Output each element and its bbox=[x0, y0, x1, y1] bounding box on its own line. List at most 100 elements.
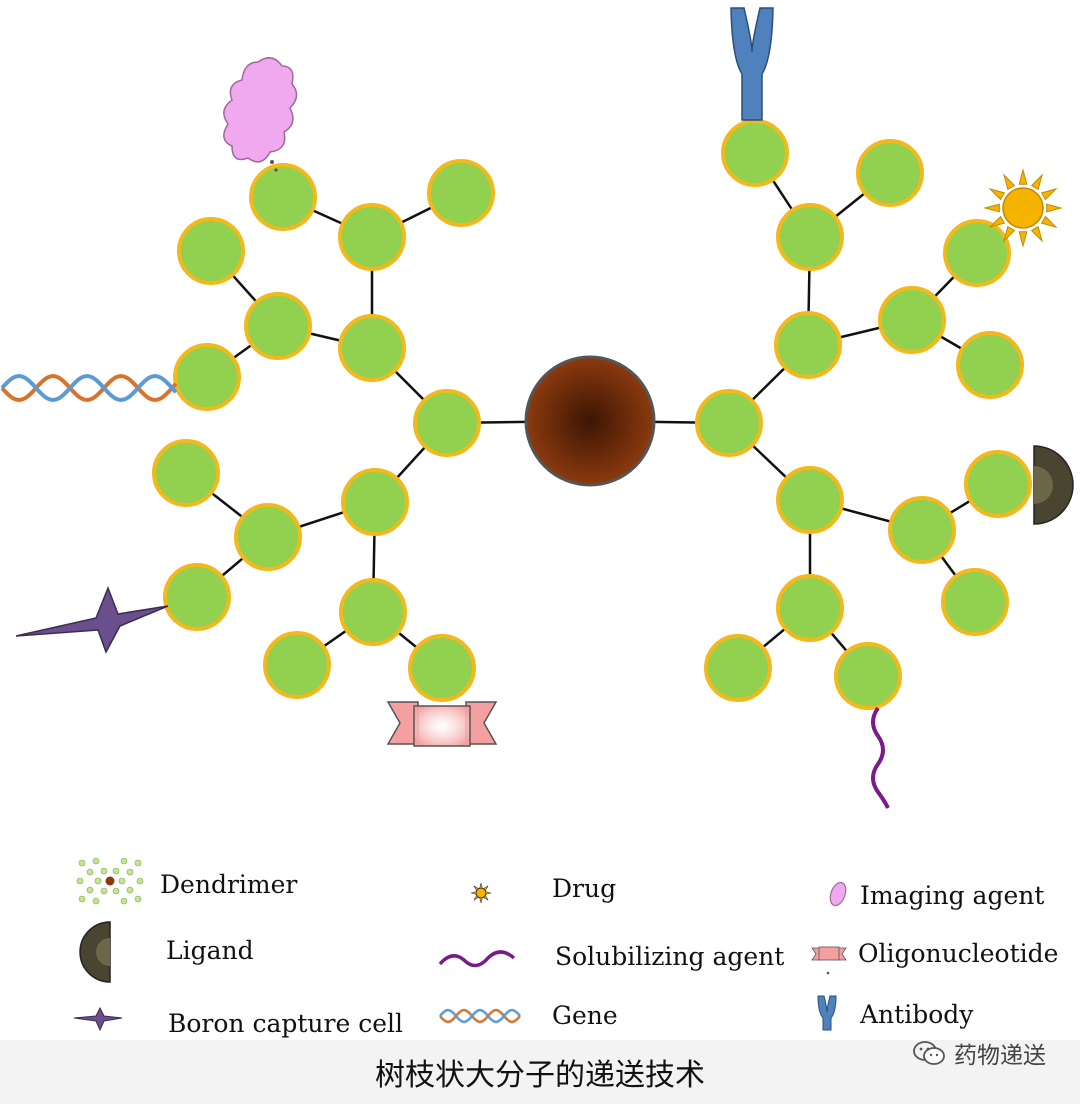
dendrimer-node bbox=[339, 578, 407, 646]
dendrimer-node bbox=[173, 343, 241, 411]
mini-node bbox=[120, 857, 128, 865]
ligand-icon bbox=[1033, 445, 1074, 525]
mini-node bbox=[100, 887, 108, 895]
sun-ray bbox=[983, 203, 1000, 213]
legend-antibody-label: Antibody bbox=[859, 1000, 974, 1029]
sun-ray bbox=[1018, 231, 1028, 248]
dendrimer-node bbox=[704, 634, 772, 702]
sun-ray bbox=[483, 885, 489, 891]
dendrimer-node bbox=[263, 631, 331, 699]
watermark-text: 药物递送 bbox=[954, 1043, 1046, 1069]
boron-capture-icon bbox=[15, 585, 169, 654]
legend-imaging-icon bbox=[829, 881, 847, 907]
dendrimer-node bbox=[152, 439, 220, 507]
dendrimer-node bbox=[943, 219, 1011, 287]
mini-node bbox=[78, 859, 86, 867]
dendrimer-node bbox=[774, 311, 842, 379]
legend-boron-label: Boron capture cell bbox=[168, 1009, 403, 1038]
mini-node bbox=[126, 886, 134, 894]
mini-node bbox=[94, 877, 102, 885]
imaging-agent-icon bbox=[223, 57, 298, 172]
legend-oligo-label: Oligonucleotide bbox=[858, 939, 1058, 968]
dendrimer-node bbox=[163, 563, 231, 631]
sun-ray bbox=[1046, 203, 1063, 213]
dendrimer-node bbox=[234, 503, 302, 571]
legend-imaging-label: Imaging agent bbox=[860, 881, 1044, 910]
dendrimer-node bbox=[244, 292, 312, 360]
mini-node bbox=[92, 897, 100, 905]
mini-node bbox=[92, 857, 100, 865]
mini-node bbox=[100, 867, 108, 875]
dendrimer-node bbox=[776, 466, 844, 534]
dendrimer-node bbox=[878, 286, 946, 354]
sun-ray bbox=[1040, 215, 1058, 228]
mini-node bbox=[112, 867, 120, 875]
dendrimer-node bbox=[338, 314, 406, 382]
sun-ray bbox=[479, 882, 483, 889]
dendrimer-core bbox=[524, 355, 656, 487]
gene-helix-icon bbox=[0, 374, 178, 402]
dendrimer-node bbox=[695, 389, 763, 457]
legend-ligand-label: Ligand bbox=[166, 936, 254, 965]
sun-ray bbox=[1018, 168, 1028, 185]
sun-ray bbox=[988, 188, 1006, 201]
dendrimer-node bbox=[834, 642, 902, 710]
drug-sun-icon bbox=[983, 168, 1063, 248]
dendrimer-node bbox=[964, 450, 1032, 518]
legend-solubilizing-icon bbox=[438, 950, 516, 968]
dendrimer-node bbox=[249, 163, 317, 231]
dendrimer-nodes bbox=[152, 119, 1032, 710]
mini-node bbox=[126, 868, 134, 876]
wechat-icon bbox=[913, 1041, 945, 1065]
legend-gene-icon bbox=[439, 1008, 521, 1024]
legend-dendrimer-icon bbox=[76, 857, 144, 905]
dendrimer-node bbox=[427, 159, 495, 227]
dendrimer-node bbox=[776, 203, 844, 271]
mini-node bbox=[118, 877, 126, 885]
sun-ray bbox=[483, 895, 489, 901]
mini-node bbox=[136, 877, 144, 885]
dendrimer-node bbox=[408, 634, 476, 702]
mini-core bbox=[105, 876, 115, 886]
mini-node bbox=[86, 868, 94, 876]
dendrimer-node bbox=[341, 468, 409, 536]
dendrimer-node bbox=[776, 574, 844, 642]
dendrimer-node bbox=[888, 496, 956, 564]
dendrimer-node bbox=[413, 389, 481, 457]
sun-ray bbox=[1030, 173, 1043, 191]
dendrimer-node bbox=[338, 203, 406, 271]
dendrimer-node bbox=[941, 568, 1009, 636]
mini-node bbox=[78, 895, 86, 903]
sun-ray bbox=[485, 891, 492, 895]
figure-caption: 树枝状大分子的递送技术 bbox=[375, 1058, 705, 1093]
mini-node bbox=[134, 895, 142, 903]
sun-ray bbox=[1003, 225, 1016, 243]
dendrimer-node bbox=[956, 331, 1024, 399]
legend-dendrimer-label: Dendrimer bbox=[160, 870, 297, 899]
dendrimer-node bbox=[721, 119, 789, 187]
solubilizing-agent-icon bbox=[871, 706, 890, 809]
sun-ray bbox=[1003, 173, 1016, 191]
mini-node bbox=[86, 886, 94, 894]
sun-ray bbox=[479, 897, 483, 904]
dendrimer-node bbox=[856, 139, 924, 207]
caption-bar bbox=[0, 1040, 1080, 1104]
legend-ligand-icon bbox=[79, 921, 111, 983]
legend-drug-label: Drug bbox=[552, 874, 616, 903]
legend-boron-icon bbox=[73, 1006, 123, 1032]
sun-ray bbox=[473, 895, 479, 901]
legend-oligo-icon bbox=[811, 946, 847, 975]
legend-drug-icon bbox=[470, 882, 492, 904]
oligonucleotide-icon bbox=[386, 701, 498, 747]
sun-ray bbox=[473, 885, 479, 891]
sun-ray bbox=[988, 215, 1006, 228]
mini-node bbox=[112, 887, 120, 895]
mini-node bbox=[120, 897, 128, 905]
legend: Dendrimer Ligand Boron capture cell Drug… bbox=[73, 857, 1058, 1038]
sun-ray bbox=[1040, 188, 1058, 201]
sun-ray bbox=[1030, 225, 1043, 243]
dendrimer-node bbox=[177, 217, 245, 285]
legend-antibody-icon bbox=[817, 995, 837, 1031]
mini-node bbox=[76, 877, 84, 885]
